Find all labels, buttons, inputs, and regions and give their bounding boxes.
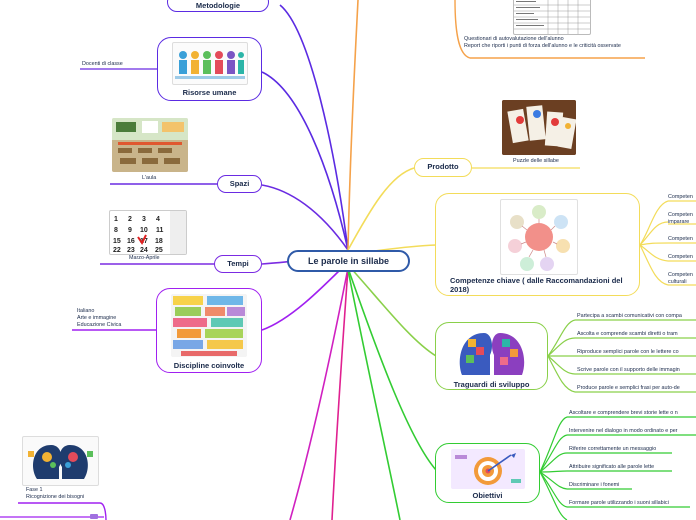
svg-text:10: 10 [140, 227, 148, 234]
node-metodologie-title: Metodologie [195, 1, 241, 10]
fase-line1: Fase 1 [26, 487, 43, 493]
brain-heads-image [22, 436, 99, 486]
fase-leaf: Fase 1 Ricognizione dei bisogni [26, 487, 84, 501]
leaf-competen-2: Competen imparare [668, 212, 693, 225]
leaf-obiettivo-1: Ascoltare e comprendere brevi storie let… [569, 410, 678, 416]
svg-text:1: 1 [114, 216, 118, 223]
competences-diagram-image [500, 199, 578, 275]
node-prodotto[interactable]: Prodotto [414, 158, 472, 177]
node-tempi[interactable]: Tempi [214, 255, 262, 273]
svg-text:17: 17 [140, 238, 148, 245]
leaf-obiettivo-3: Riferire correttamente un messaggio [569, 446, 657, 452]
svg-text:9: 9 [128, 227, 132, 234]
svg-text:23: 23 [127, 247, 135, 254]
leaf-obiettivo-6: Formare parole utilizzando i suoni silla… [569, 500, 669, 506]
node-traguardi[interactable]: Traguardi di sviluppo [435, 322, 548, 390]
node-tempi-title: Tempi [227, 259, 249, 268]
leaf-arte: Arte e immagine [77, 314, 117, 321]
subjects-collage [171, 294, 247, 357]
leaf-competen-1: Competen [668, 194, 693, 200]
svg-text:11: 11 [156, 227, 164, 234]
fase-line2: Ricognizione dei bisogni [26, 493, 85, 500]
leaf-report: Report che riporti i punti di forza dell… [464, 42, 621, 49]
svg-text:2: 2 [128, 216, 132, 223]
node-competenze[interactable]: Competenze chiave ( dalle Raccomandazion… [435, 193, 640, 296]
discipline-leaves: Italiano Arte e immagine Educazione Civi… [77, 308, 121, 328]
leaf-traguardo-1: Partecipa a scambi comunicativi con comp… [577, 313, 682, 319]
svg-text:4: 4 [156, 216, 160, 223]
svg-text:8: 8 [114, 227, 118, 234]
svg-text:16: 16 [127, 238, 135, 245]
leaf-questionari: Questionari di autovalutazione dell'alun… [464, 36, 564, 42]
node-competenze-title: Competenze chiave ( dalle Raccomandazion… [450, 276, 623, 294]
leaf-italiano: Italiano [77, 308, 95, 314]
leaf-obiettivo-5: Discriminare i fonemi [569, 482, 620, 488]
target-image [451, 449, 525, 489]
puzzle-heads-image [454, 329, 530, 377]
svg-text:25: 25 [155, 247, 163, 254]
node-spazi[interactable]: Spazi [217, 175, 262, 193]
leaf-competen-4: Competen [668, 254, 693, 260]
syllable-puzzle-photo [502, 100, 576, 155]
assessment-table-image [513, 0, 591, 35]
leaf-obiettivo-4: Attribuire significato alle parole lette [569, 464, 655, 470]
leaf-competen-3: Competen [668, 236, 693, 242]
classroom-photo [112, 118, 188, 172]
leaf-puzzle: Puzzle delle sillabe [513, 158, 559, 164]
node-spazi-title: Spazi [229, 179, 250, 188]
leaf-traguardo-5: Produce parole e semplici frasi per auto… [577, 385, 680, 391]
node-risorse-title: Risorse umane [182, 88, 237, 97]
leaf-competen-5: Competen culturali [668, 272, 693, 285]
people-illustration [172, 42, 248, 85]
node-discipline[interactable]: Discipline coinvolte [156, 288, 262, 373]
puzzle-icon [90, 514, 98, 519]
node-prodotto-title: Prodotto [427, 162, 459, 171]
svg-text:22: 22 [113, 247, 121, 254]
leaf-docenti: Docenti di classe [82, 61, 123, 67]
leaf-traguardo-3: Riproduce semplici parole con le lettere… [577, 349, 679, 355]
leaf-traguardo-4: Scrive parole con il supporto delle imma… [577, 367, 680, 373]
leaf-aula: L'aula [142, 175, 157, 181]
svg-text:15: 15 [113, 238, 121, 245]
node-obiettivi-title: Obiettivi [472, 491, 503, 500]
central-topic[interactable]: Le parole in sillabe [287, 250, 410, 272]
leaf-traguardo-2: Ascolta e comprende scambi diretti o tra… [577, 331, 678, 337]
node-risorse-umane[interactable]: Risorse umane [157, 37, 262, 101]
leaf-marzo-aprile: Marzo-Aprile [129, 255, 160, 261]
svg-text:3: 3 [142, 216, 146, 223]
orange-leaves: Questionari di autovalutazione dell'alun… [464, 36, 634, 50]
leaf-obiettivo-2: Intervenire nel dialogo in modo ordinato… [569, 428, 678, 434]
node-obiettivi[interactable]: Obiettivi [435, 443, 540, 503]
svg-text:18: 18 [155, 238, 163, 245]
node-metodologie[interactable]: Metodologie [167, 0, 269, 12]
svg-text:24: 24 [140, 247, 148, 254]
leaf-ed-civica: Educazione Civica [77, 321, 122, 328]
node-traguardi-title: Traguardi di sviluppo [453, 380, 530, 389]
node-discipline-title: Discipline coinvolte [173, 361, 245, 370]
